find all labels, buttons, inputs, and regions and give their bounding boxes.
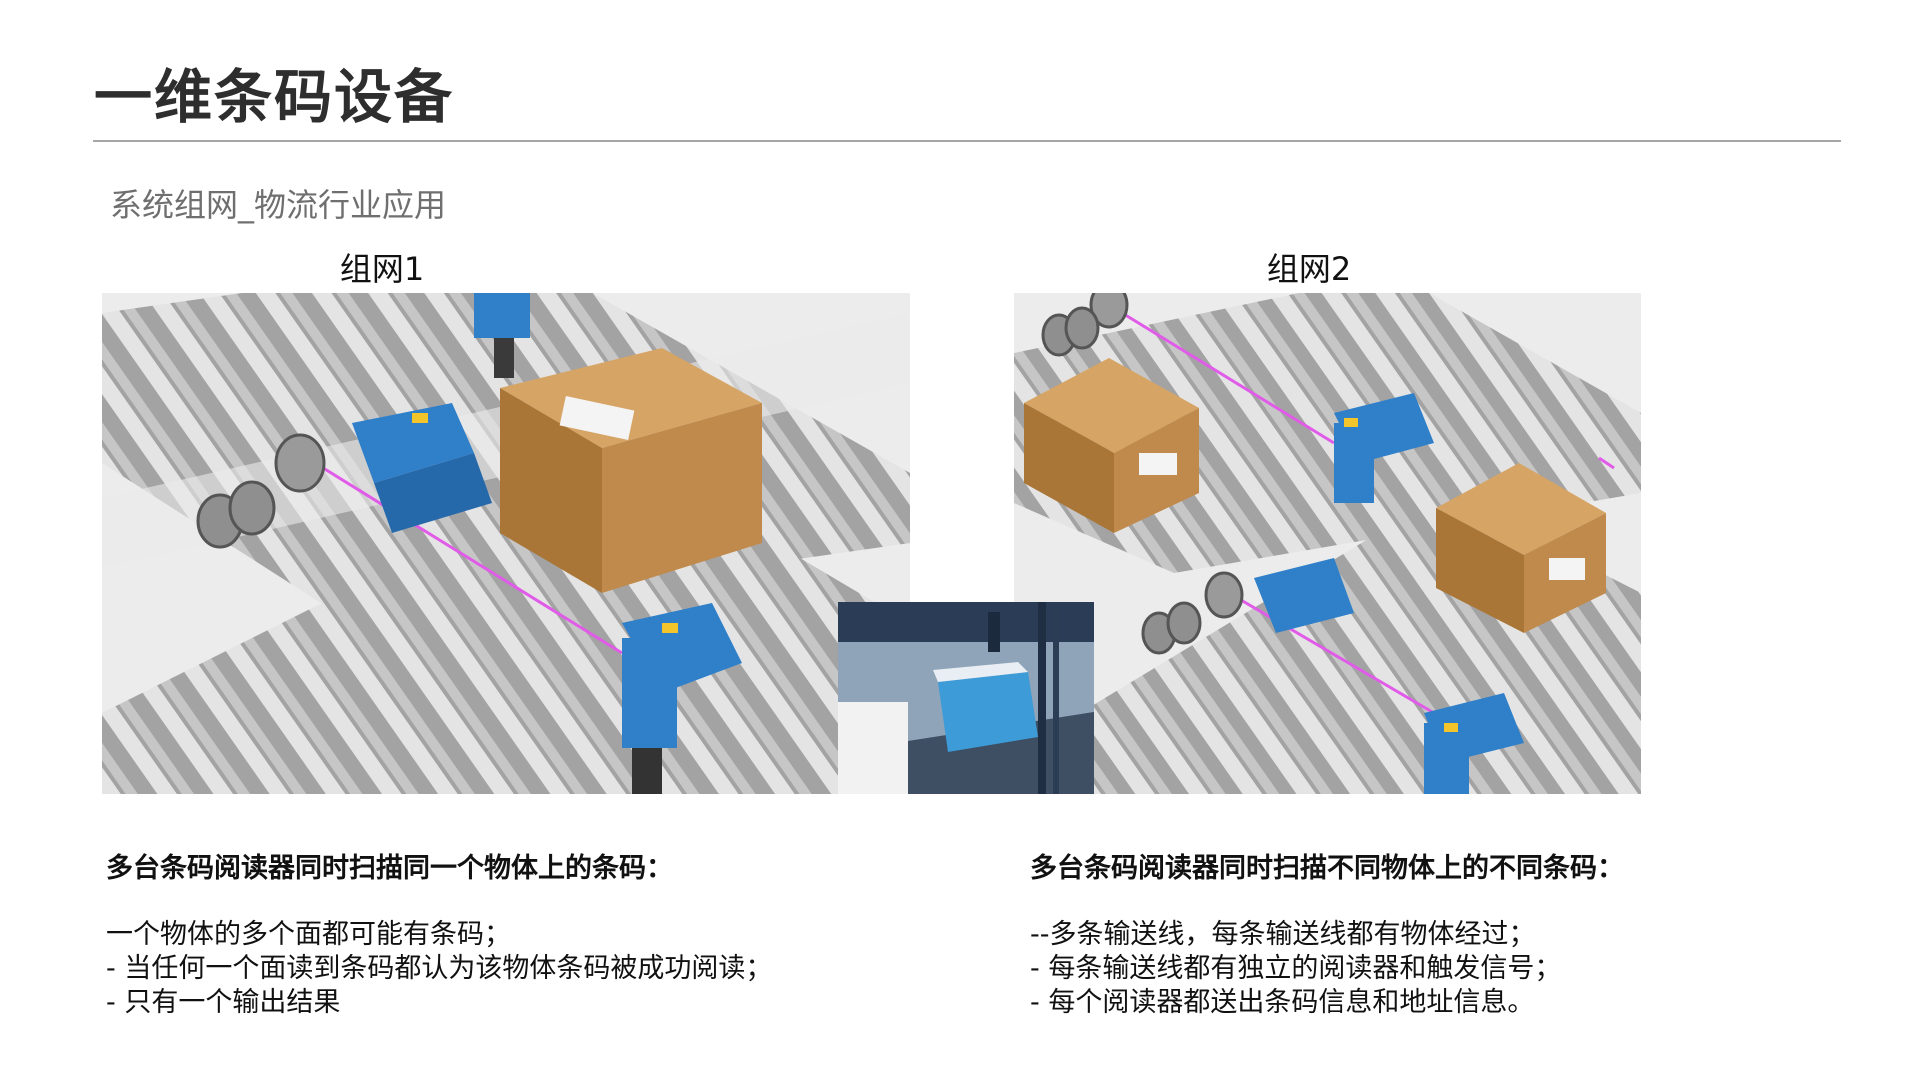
list-item: - 只有一个输出结果 [106,987,341,1018]
panel-2-heading: 多台条码阅读器同时扫描不同物体上的不同条码： [1030,853,1624,884]
panel-2-list: --多条输送线，每条输送线都有物体经过； - 每条输送线都有独立的阅读器和触发信… [1030,918,1561,1020]
title-divider [93,140,1841,142]
list-item: 一个物体的多个面都可能有条码； [106,919,511,950]
list-item: - 每个阅读器都送出条码信息和地址信息。 [1030,987,1535,1018]
panel-1-title: 组网1 [339,250,425,288]
network-1-illustration [102,293,910,794]
panel-1-list: 一个物体的多个面都可能有条码； - 当任何一个面读到条码都认为该物体条码被成功阅… [106,918,772,1020]
page-subtitle: 系统组网_物流行业应用 [110,186,447,224]
installation-photo [838,602,1094,794]
list-item: - 当任何一个面读到条码都认为该物体条码被成功阅读； [106,953,773,984]
network-2-illustration [1014,293,1641,794]
panel-1-heading: 多台条码阅读器同时扫描同一个物体上的条码： [106,853,673,884]
list-item: - 每条输送线都有独立的阅读器和触发信号； [1030,953,1562,984]
panel-2-title: 组网2 [1266,250,1352,288]
page-title: 一维条码设备 [94,63,455,131]
list-item: --多条输送线，每条输送线都有物体经过； [1030,919,1536,950]
